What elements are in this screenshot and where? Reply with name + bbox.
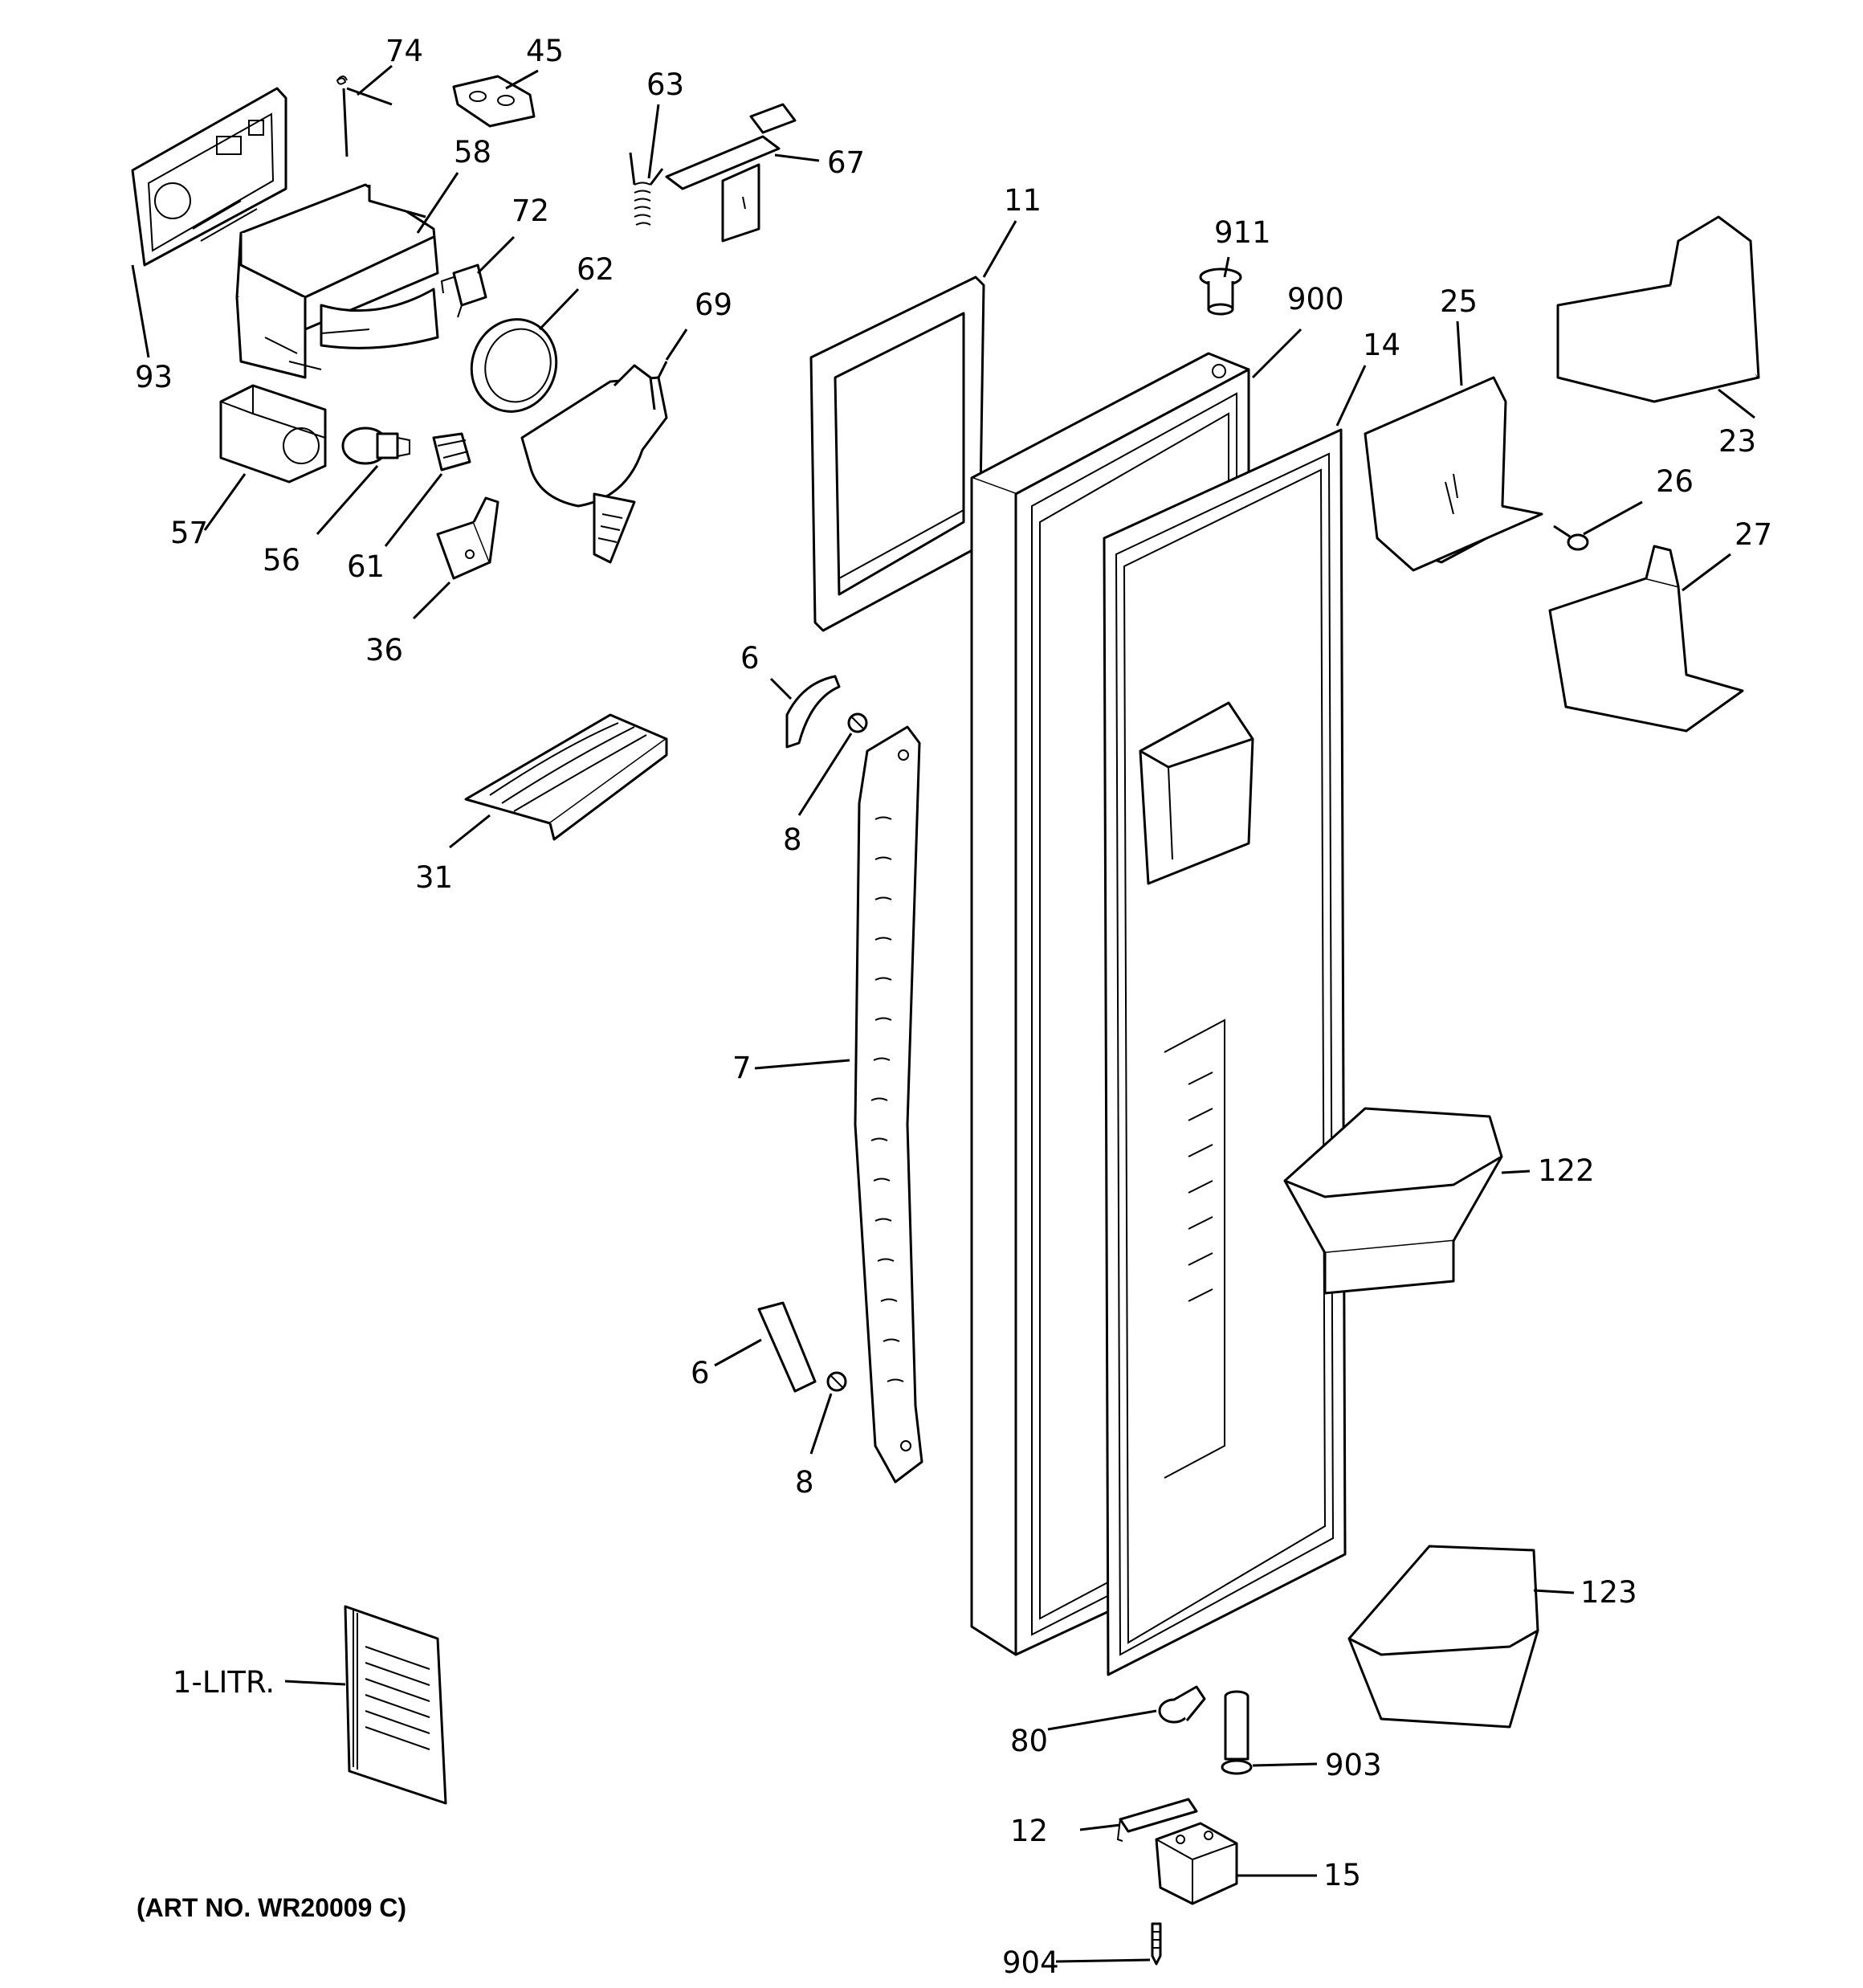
callout-58: 58 <box>454 135 491 169</box>
part-23-cover <box>1556 215 1760 403</box>
part-80-cap <box>1158 1685 1206 1724</box>
callout-57: 57 <box>170 516 208 550</box>
part-67-actuator <box>665 103 797 243</box>
callout-6-bottom: 6 <box>691 1356 710 1390</box>
part-62-ring <box>470 318 558 413</box>
callout-904: 904 <box>1002 1945 1059 1980</box>
part-57-box <box>219 384 327 484</box>
part-25-bracket <box>1364 376 1543 572</box>
callout-12: 12 <box>1010 1814 1048 1848</box>
part-58-housing <box>235 183 439 379</box>
part-72-switch <box>440 263 487 318</box>
part-903-pin <box>1221 1690 1253 1775</box>
part-63-spring <box>629 152 664 226</box>
callout-8-bottom: 8 <box>795 1465 814 1500</box>
part-27-cover <box>1548 545 1744 733</box>
callout-900: 900 <box>1287 282 1344 316</box>
part-7-handle <box>854 725 923 1484</box>
part-1-litr-booklet <box>344 1605 447 1805</box>
part-74-spring <box>336 76 393 157</box>
callout-123: 123 <box>1580 1575 1637 1610</box>
callout-61: 61 <box>347 549 385 584</box>
callout-1-litr: 1-LITR. <box>173 1665 275 1700</box>
callout-8-top: 8 <box>783 823 802 857</box>
part-56-lamp <box>341 427 410 465</box>
callout-15: 15 <box>1323 1858 1361 1892</box>
part-8-screw-top <box>847 712 868 733</box>
callout-911: 911 <box>1214 215 1271 250</box>
callout-23: 23 <box>1718 424 1756 459</box>
callout-36: 36 <box>365 633 403 667</box>
part-61-socket <box>432 432 471 471</box>
callout-7: 7 <box>732 1051 752 1085</box>
callout-80: 80 <box>1010 1724 1048 1758</box>
callout-14: 14 <box>1363 328 1400 362</box>
callout-93: 93 <box>135 360 173 394</box>
callout-31: 31 <box>415 860 453 895</box>
part-45-bracket <box>452 75 536 128</box>
callout-45: 45 <box>526 34 564 68</box>
part-8-screw-bottom <box>826 1371 847 1392</box>
leader-lines <box>131 64 1755 1963</box>
part-69-funnel <box>520 361 668 564</box>
callout-903: 903 <box>1325 1748 1382 1782</box>
callout-27: 27 <box>1735 517 1772 552</box>
callout-25: 25 <box>1440 284 1478 319</box>
part-6-end-cap-bottom <box>757 1301 817 1393</box>
part-122-bin <box>1283 1107 1503 1295</box>
part-26-screw <box>1553 525 1589 551</box>
part-904-screw <box>1151 1922 1162 1966</box>
part-15-hinge <box>1155 1822 1238 1905</box>
part-31-cover <box>464 713 668 841</box>
part-911-bushing <box>1199 267 1242 316</box>
part-6-end-cap-top <box>785 675 841 749</box>
callout-74: 74 <box>385 34 423 68</box>
part-36-bracket <box>436 496 499 580</box>
callout-6-top: 6 <box>740 641 760 676</box>
callout-67: 67 <box>827 145 865 180</box>
part-123-bin <box>1347 1545 1539 1729</box>
art-number: (ART NO. WR20009 C) <box>137 1893 406 1922</box>
part-11-frame <box>809 276 985 632</box>
callout-62: 62 <box>577 252 614 287</box>
part-93-control-board <box>131 87 287 267</box>
callout-26: 26 <box>1656 464 1694 499</box>
callout-72: 72 <box>512 194 549 228</box>
callout-56: 56 <box>263 543 300 578</box>
part-14-gasket <box>1103 428 1347 1676</box>
callout-labels: 74 45 63 67 58 72 62 69 93 57 56 61 36 3… <box>135 34 1772 1980</box>
callout-63: 63 <box>646 67 684 102</box>
callout-11: 11 <box>1004 183 1042 218</box>
callout-122: 122 <box>1538 1153 1595 1188</box>
callout-69: 69 <box>695 288 732 322</box>
